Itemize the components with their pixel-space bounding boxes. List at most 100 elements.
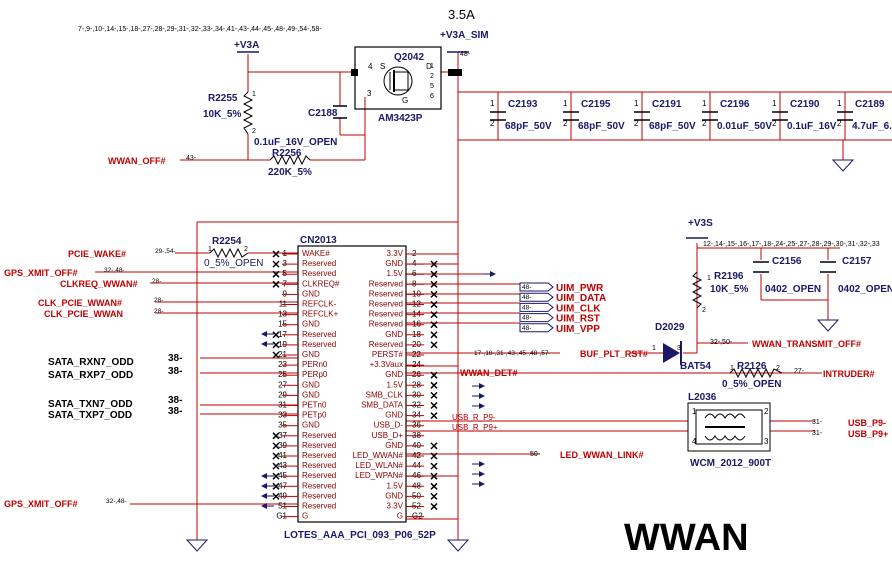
cn2013-pin-name: LED_WLAN# <box>355 461 403 470</box>
usb-p9-minus-page: 31- <box>812 419 823 426</box>
r2254-value: 0_5%_OPEN <box>204 258 263 269</box>
cn2013-pin-name: Reserved <box>369 300 403 309</box>
cn2013-part: LOTES_AAA_PCI_093_P06_52P <box>284 530 436 541</box>
left-net-label: CLKREQ_WWAN# <box>60 279 138 289</box>
no-connect-mark <box>430 472 438 480</box>
uim-net-page: 48- <box>522 304 531 311</box>
v3a-sim-page: 48- <box>460 51 471 58</box>
cap-pin1: 1 <box>702 99 707 108</box>
uim-net-page: 48- <box>522 325 531 332</box>
cap-pin1: 1 <box>563 99 568 108</box>
cap-pin1: 1 <box>772 99 777 108</box>
no-connect-mark <box>430 452 438 460</box>
r2255-value: 10K_5% <box>203 109 241 120</box>
cn2013-pin-name: Reserved <box>369 340 403 349</box>
no-connect-mark <box>272 280 280 288</box>
left-net-page: 38- <box>168 406 182 417</box>
no-connect-mark <box>272 260 280 268</box>
wwan-off-page: 43- <box>186 155 197 162</box>
cap-value: 68pF_50V <box>649 121 696 132</box>
intruder-page: 27- <box>794 368 805 375</box>
cn2013-right-pins: 23.3V4GND61.5V8Reserved10Reserved12Reser… <box>353 249 424 521</box>
buf-plt-rst-net: BUF_PLT_RST# <box>580 349 648 359</box>
cn2013-pin-name: Reserved <box>369 279 403 288</box>
cn2013-pin-name: REFCLK- <box>302 300 337 309</box>
q2042-pin-4: 4 <box>368 62 373 71</box>
no-connect-mark <box>272 341 280 349</box>
l2036-choke <box>687 402 771 452</box>
cn2013-pin-name: Reserved <box>302 259 336 268</box>
decoupling-caps: C219368pF_50V12C219568pF_50V12C219168pF_… <box>490 99 892 132</box>
cap-pin2: 2 <box>837 119 842 128</box>
l2036-pin1: 1 <box>692 407 697 416</box>
usb-p9-plus-net: USB_P9+ <box>848 429 888 439</box>
uim-net-flag <box>519 282 554 292</box>
r2256-value: 220K_5% <box>268 167 312 178</box>
ground-symbols <box>185 159 855 552</box>
uim-net-page: 48- <box>522 315 531 322</box>
uim-net-label: UIM_VPP <box>556 324 600 335</box>
uim-net-flag <box>519 292 554 302</box>
left-net-labels: PCIE_WAKE#29-,54-GPS_XMIT_OFF#32-,48-CLK… <box>4 248 182 509</box>
cn2013-pin-name: GND <box>302 421 320 430</box>
cap-pin1: 1 <box>837 99 842 108</box>
cn2013-pin-name: Reserved <box>302 471 336 480</box>
cn2013-pin-name: 1.5V <box>387 380 404 389</box>
no-connect-mark <box>272 351 280 359</box>
cn2013-pin-name: 1.5V <box>387 269 404 278</box>
cap-ref: C2189 <box>855 99 885 110</box>
cn2013-pin-name: Reserved <box>302 481 336 490</box>
q2042-pin-g: G <box>402 96 408 105</box>
cap-value: 0.01uF_50V <box>717 121 772 132</box>
uim-net-flag <box>519 323 554 333</box>
r2126-pin2: 2 <box>776 365 780 372</box>
l2036-ref: L2036 <box>688 392 717 403</box>
cn2013-pin-name: Reserved <box>302 340 336 349</box>
cn2013-pin-number: G1 <box>276 512 287 521</box>
q2042-pin-6: 6 <box>430 93 434 100</box>
usb-r-p9-minus-net: USB_R_P9- <box>452 413 496 422</box>
uim-net-flag <box>519 313 554 323</box>
left-net-page: 38- <box>168 395 182 406</box>
cn2013-pin-name: GND <box>385 330 403 339</box>
cap-value: 68pF_50V <box>578 121 625 132</box>
q2042-ref: Q2042 <box>394 52 424 63</box>
c2157-ref: C2157 <box>842 256 872 267</box>
wires <box>95 52 892 540</box>
no-connect-mark <box>272 270 280 278</box>
left-net-page: 32-,48- <box>106 498 127 505</box>
d2029-pin3: 3 <box>677 345 681 352</box>
left-net-label: GPS_XMIT_OFF# <box>4 499 78 509</box>
v3s-rail-label: +V3S <box>688 218 713 229</box>
no-connect-marks <box>272 250 438 511</box>
r2196-pin1: 1 <box>707 275 711 282</box>
cn2013-pin-name: REFCLK+ <box>302 310 339 319</box>
cn2013-pin-name: GND <box>385 370 403 379</box>
no-connect-mark <box>272 462 280 470</box>
cap-pin1: 1 <box>490 99 495 108</box>
uim-net-label: UIM_RST <box>556 314 600 325</box>
cn2013-pin-name: PERn0 <box>302 360 328 369</box>
r2256-ref: R2256 <box>272 148 302 159</box>
capacitors <box>333 105 853 273</box>
no-connect-mark <box>272 442 280 450</box>
cn2013-left-pins: 1WAKE#3Reserved5Reserved7CLKREQ#9GND11RE… <box>276 249 340 521</box>
cn2013-pin-name: Reserved <box>369 289 403 298</box>
no-connect-mark <box>272 452 280 460</box>
r2126-pin1: 1 <box>730 365 734 372</box>
cn2013-pin-name: Reserved <box>302 502 336 511</box>
cn2013-pin-name: Reserved <box>302 441 336 450</box>
left-net-label: SATA_TXN7_ODD <box>48 399 133 410</box>
r2254-pin2: 2 <box>244 246 248 253</box>
v3a-rail-label: +V3A <box>234 40 259 51</box>
no-connect-mark <box>430 300 438 309</box>
led-wwan-link-page: 50- <box>530 451 541 458</box>
no-connect-mark <box>272 492 280 500</box>
q2042-pin-5: 5 <box>430 83 434 90</box>
top-current-label: 3.5A <box>448 7 475 22</box>
cap-pin2: 2 <box>563 119 568 128</box>
cap-ref: C2195 <box>581 99 611 110</box>
cn2013-pin-name: GND <box>385 411 403 420</box>
cn2013-pin-name: Reserved <box>302 461 336 470</box>
left-net-label: CLK_PCIE_WWAN <box>44 309 123 319</box>
